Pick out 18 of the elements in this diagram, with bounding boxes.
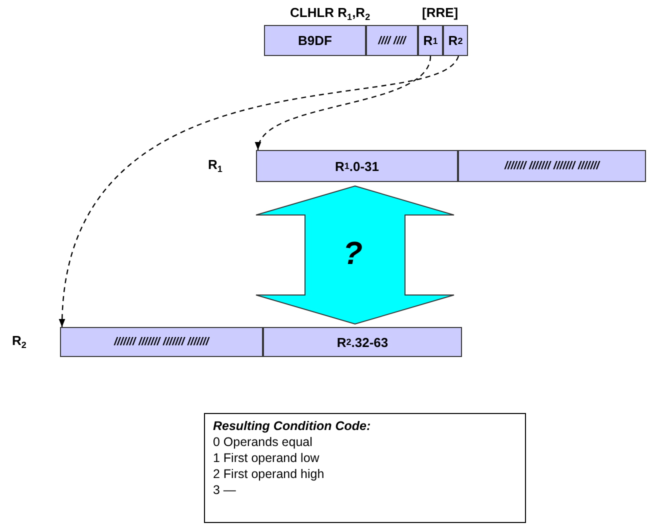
dashed-arrow (257, 56, 432, 150)
condition-code-line: 0 Operands equal (213, 434, 314, 450)
unused-field: //// //// (366, 25, 418, 56)
register-label: R$_{1}$ (208, 157, 222, 172)
dashed-arrow (60, 56, 459, 328)
condition-code-line: 3 — (213, 482, 237, 498)
opcode-field: B9DF (264, 25, 366, 56)
question-mark: ? (343, 235, 363, 272)
box-heading: Resulting Condition Code: (213, 418, 372, 434)
double-arrow (256, 185, 454, 325)
register-bits: /////// /////// /////// /////// (458, 150, 646, 182)
condition-code-line: 1 First operand low (213, 450, 320, 466)
condition-code-line: 2 First operand high (213, 466, 326, 482)
format-label: [RRE] (422, 5, 458, 20)
instruction-mnemonic: CLHLR R$_{1}$,R$_{2}$ (290, 5, 370, 20)
condition-code-box (204, 413, 526, 523)
register-bits: /////// /////// /////// /////// (60, 327, 263, 357)
register-label: R$_{2}$ (12, 333, 26, 348)
